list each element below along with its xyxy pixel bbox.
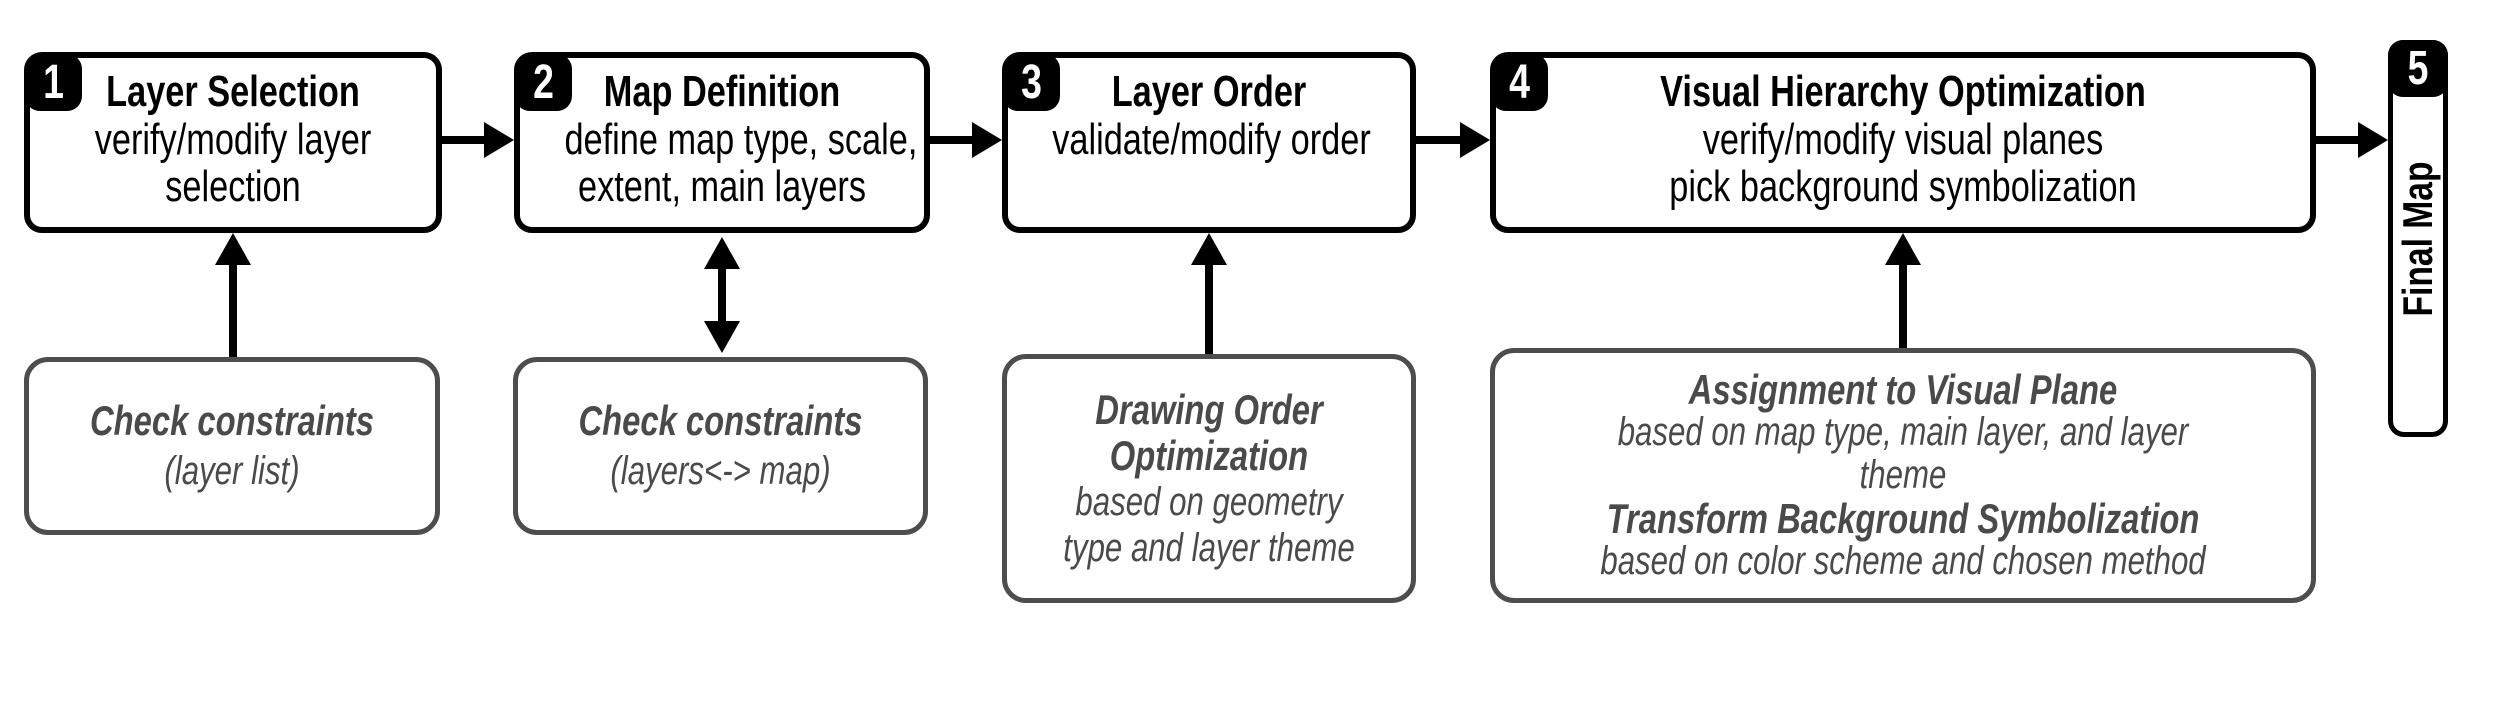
arrowhead-down-icon (704, 321, 740, 353)
arrowhead-up-icon (704, 237, 740, 269)
final-map-label: Final Map (2394, 161, 2441, 316)
step-body-line: extent, main layers (577, 162, 867, 211)
check-box-layer-list: Check constraints (layer list) (24, 357, 440, 535)
step-4-badge: 4 (1491, 54, 1548, 111)
arrow-drawing-order-to-step3 (1191, 233, 1227, 354)
check-box-drawing-order-optimization: Drawing Order Optimization based on geom… (1002, 354, 1416, 603)
step-body-line: validate/modify order (1052, 115, 1371, 164)
step-number: 4 (1509, 56, 1530, 109)
step-5-badge: 5 (2388, 40, 2448, 97)
arrowhead-right-icon (972, 122, 1002, 158)
step-box-layer-selection: 1 Layer Selection verify/modify layer se… (24, 52, 442, 233)
step-number: 3 (1021, 56, 1042, 109)
arrow-step2-check-layers-map-bidirectional (704, 237, 740, 353)
step-body-line: pick background symbolization (1669, 162, 2137, 211)
check-detail-line: based on map type, main layer, and layer (1617, 410, 2189, 454)
step-3-badge: 3 (1003, 54, 1060, 111)
check-title: Assignment to Visual Plane (1688, 366, 2118, 413)
arrowhead-up-icon (215, 233, 251, 265)
check-detail: (layers<-> map) (610, 449, 831, 493)
check-detail: (layer list) (164, 449, 300, 493)
arrowhead-right-icon (2358, 122, 2388, 158)
step-title: Layer Order (1111, 67, 1307, 116)
arrow-shaft (1899, 261, 1907, 348)
check-title: Check constraints (89, 397, 375, 444)
arrow-shaft (441, 136, 490, 144)
check-detail-line: theme (1859, 453, 1947, 497)
step-2-badge: 2 (515, 54, 572, 111)
check-title-line: Drawing Order (1095, 385, 1323, 433)
arrowhead-up-icon (1885, 233, 1921, 265)
arrow-assignment-plane-to-step4 (1885, 233, 1921, 348)
check-box-assignment-visual-plane: Assignment to Visual Plane based on map … (1490, 348, 2316, 603)
step-box-visual-hierarchy-optimization: 4 Visual Hierarchy Optimization verify/m… (1490, 52, 2316, 233)
arrowhead-right-icon (1460, 122, 1490, 158)
arrow-step2-to-step3 (929, 122, 1002, 158)
check-title: Check constraints (578, 397, 863, 444)
step-body-line: define map type, scale, (564, 115, 918, 164)
check-detail-line: based on color scheme and chosen method (1600, 539, 2206, 583)
step-body-line: selection (165, 162, 301, 211)
arrow-step3-to-step4 (1415, 122, 1490, 158)
step-title: Layer Selection (106, 67, 360, 116)
step-number: 1 (43, 56, 64, 109)
step-1-badge: 1 (25, 54, 82, 111)
check-title: Transform Background Symbolization (1606, 495, 2200, 542)
arrow-step4-to-step5 (2315, 122, 2388, 158)
arrowhead-right-icon (484, 122, 514, 158)
arrow-shaft (1205, 261, 1213, 354)
step-box-layer-order: 3 Layer Order validate/modify order (1002, 52, 1416, 233)
arrow-check-layer-list-to-step1 (215, 233, 251, 357)
step-number: 2 (533, 56, 554, 109)
check-box-layers-map: Check constraints (layers<-> map) (513, 357, 928, 535)
check-detail-line: type and layer theme (1063, 525, 1355, 570)
step-title: Map Definition (603, 67, 841, 116)
arrowhead-up-icon (1191, 233, 1227, 265)
check-title-line: Optimization (1109, 431, 1309, 479)
arrow-shaft (929, 136, 978, 144)
arrow-shaft (718, 265, 726, 325)
step-body-line: verify/modify visual planes (1702, 115, 2104, 164)
arrow-shaft (229, 261, 237, 357)
step-body-line: verify/modify layer (94, 115, 372, 164)
arrow-shaft (1415, 136, 1466, 144)
arrow-shaft (2315, 136, 2364, 144)
final-map-bar: 5 Final Map (2388, 40, 2448, 437)
step-title: Visual Hierarchy Optimization (1660, 67, 2146, 116)
step-box-map-definition: 2 Map Definition define map type, scale,… (514, 52, 930, 233)
step-number: 5 (2407, 42, 2429, 95)
arrow-step1-to-step2 (441, 122, 514, 158)
check-detail-line: based on geometry (1075, 479, 1343, 524)
